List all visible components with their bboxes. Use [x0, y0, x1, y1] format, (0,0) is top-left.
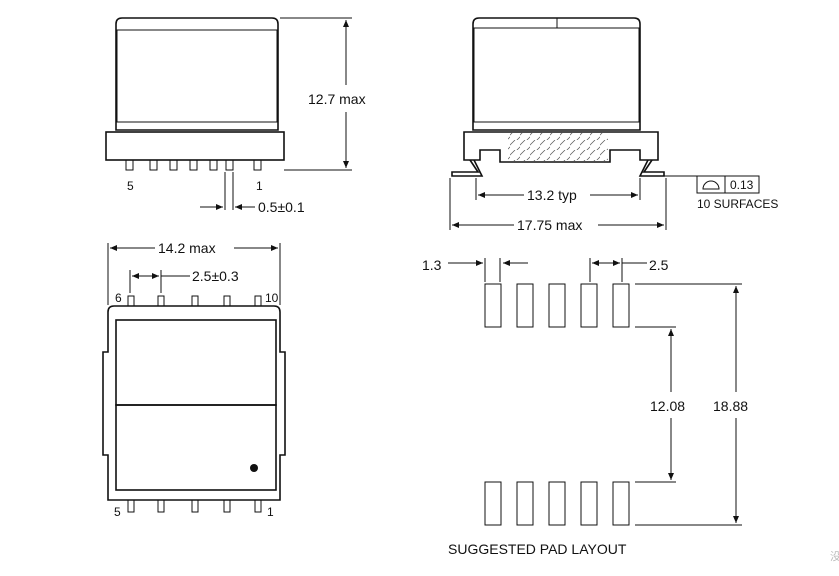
side-pin-1-label: 1	[256, 179, 263, 193]
bottom-pin-5-label: 5	[114, 505, 121, 519]
side-view: 5 1 12.7 max 0.5±0.1	[105, 17, 366, 215]
bottom-pin-1-label: 1	[267, 505, 274, 519]
end-lead-left	[451, 159, 484, 177]
width-dimension-label: 14.2 max	[158, 240, 216, 256]
top-view-pins-top	[127, 295, 262, 307]
pin-1-marker-dot	[250, 464, 258, 472]
pad-width-label: 1.3	[422, 257, 442, 273]
pin-width-label: 0.5±0.1	[258, 199, 305, 215]
end-body-outline	[472, 17, 641, 131]
top-core-upper	[115, 319, 277, 406]
flatness-note: 10 SURFACES	[697, 197, 778, 211]
pitch-dimension-label: 2.5±0.3	[192, 268, 239, 284]
pad-row-bottom	[484, 481, 630, 526]
pad-pitch-label: 2.5	[649, 257, 669, 273]
side-pin-5-label: 5	[127, 179, 134, 193]
flatness-frame	[696, 175, 760, 194]
side-pins	[125, 159, 262, 171]
height-dimension-label: 12.7 max	[308, 91, 366, 107]
top-view-pins-bottom	[127, 499, 262, 513]
end-base	[463, 131, 659, 163]
profile-surface-icon	[702, 180, 720, 190]
end-core-hatch	[473, 27, 640, 123]
top-body-outline	[102, 305, 286, 501]
side-core-hatch	[116, 29, 278, 123]
flatness-value: 0.13	[730, 178, 754, 192]
pad-row-top	[484, 283, 630, 328]
inner-span-label: 12.08	[650, 398, 685, 414]
pad-layout-caption: SUGGESTED PAD LAYOUT	[448, 541, 627, 557]
side-body-outline	[115, 17, 279, 131]
end-view: 13.2 typ 17.75 max 0.13 10 SURFACES	[449, 17, 778, 233]
typ-dimension-label: 13.2 typ	[527, 187, 577, 203]
end-lead-right	[638, 159, 665, 177]
outer-span-label: 18.88	[713, 398, 748, 414]
corner-watermark-glyph: 没	[830, 550, 839, 563]
pad-layout: 1.3 2.5 12.08	[422, 257, 748, 557]
top-pin-10-label: 10	[265, 291, 279, 305]
top-view: 14.2 max 2.5±0.3 6 10 5 1	[102, 240, 286, 519]
side-base	[105, 131, 285, 161]
top-pin-6-label: 6	[115, 291, 122, 305]
max-dimension-label: 17.75 max	[517, 217, 582, 233]
top-core-lower	[115, 404, 277, 491]
